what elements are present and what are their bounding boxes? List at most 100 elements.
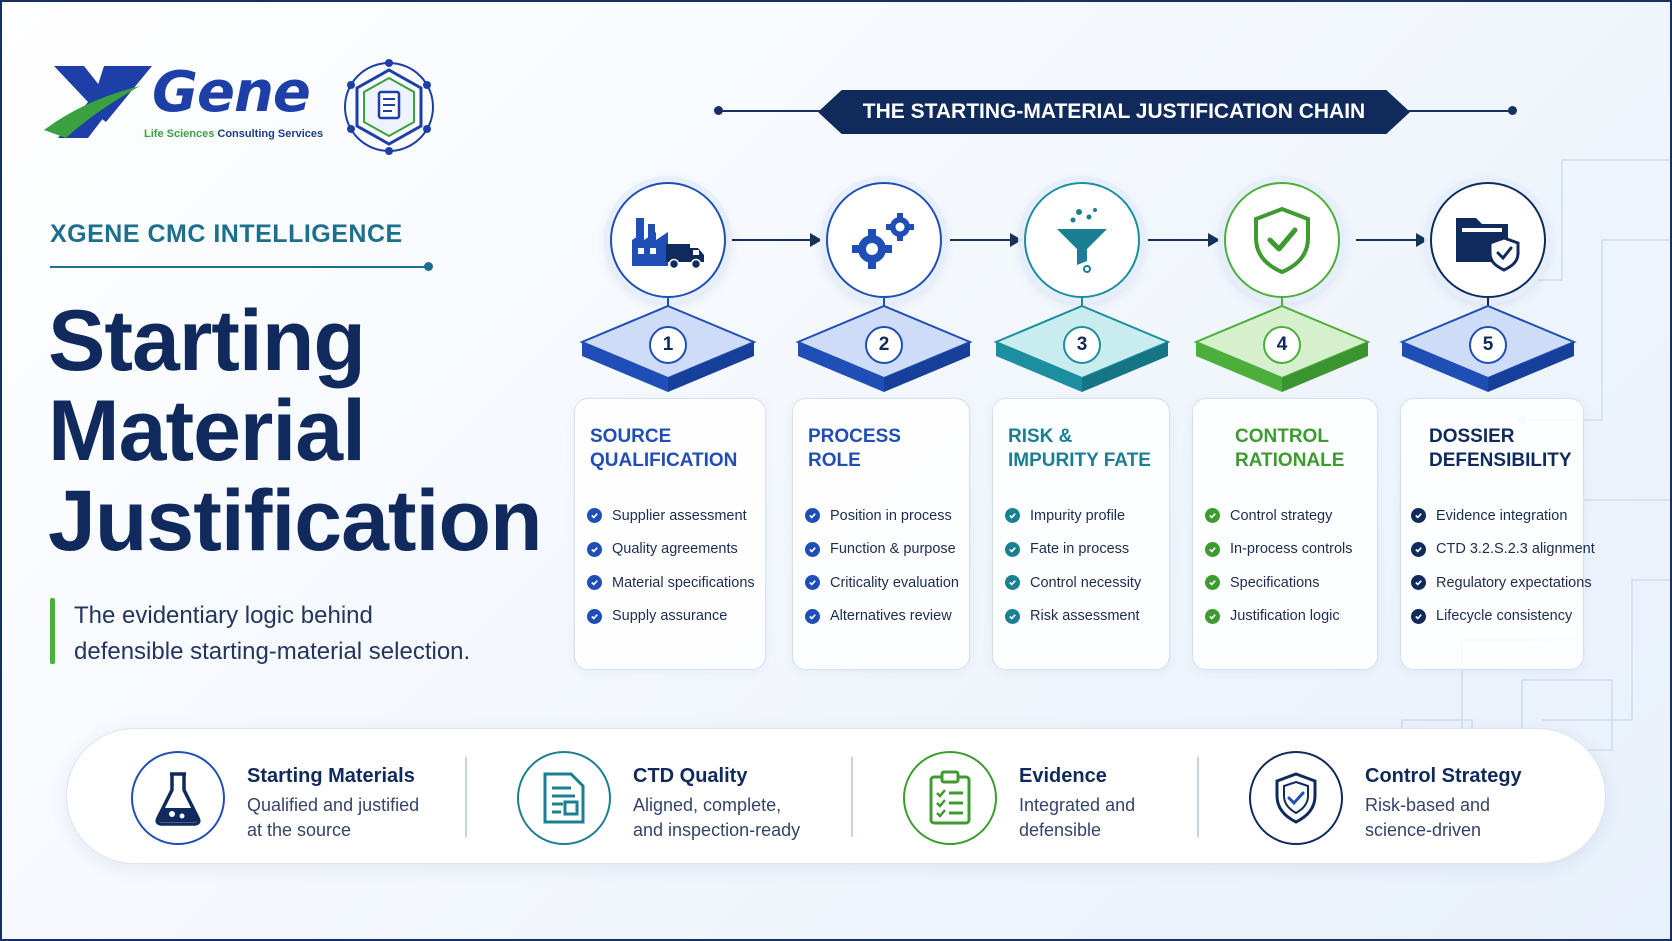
step-2-number: 2 (865, 326, 903, 364)
step-1-number: 1 (649, 326, 687, 364)
feature-title: Control Strategy (1365, 765, 1522, 787)
list-item: Control necessity (1005, 566, 1141, 600)
list-item: Justification logic (1205, 600, 1353, 634)
shield-icon-circle (1249, 751, 1343, 845)
gears-icon (852, 213, 914, 269)
check-icon (587, 541, 602, 557)
feature-title: Starting Materials (247, 765, 415, 787)
step-1-icon-circle (610, 182, 726, 298)
factory-truck-icon (632, 218, 704, 270)
feature-title: CTD Quality (633, 765, 748, 787)
subtitle-accent-bar (50, 598, 55, 664)
x-logo-mark (44, 66, 152, 138)
list-item: Criticality evaluation (805, 566, 959, 600)
list-item: Control strategy (1205, 499, 1353, 533)
step-3-title: RISK &IMPURITY FATE (1008, 426, 1151, 471)
list-item: Supplier assessment (587, 499, 755, 533)
check-icon (805, 575, 820, 591)
check-icon (1411, 508, 1426, 524)
list-item: Alternatives review (805, 600, 959, 634)
list-item: Quality agreements (587, 533, 755, 567)
check-icon (1005, 541, 1020, 557)
check-icon (1205, 541, 1220, 557)
list-item: Regulatory expectations (1411, 566, 1595, 600)
step-3-number: 3 (1063, 326, 1101, 364)
step-5-icon-circle (1430, 182, 1546, 298)
check-icon (1411, 608, 1426, 624)
feature-separator (851, 757, 853, 837)
step-3-to-4-arrow (1148, 233, 1220, 247)
chain-banner: THE STARTING-MATERIAL JUSTIFICATION CHAI… (818, 90, 1410, 134)
step-1-to-2-arrow (732, 233, 822, 247)
kicker-dot (424, 262, 433, 271)
list-item: Lifecycle consistency (1411, 600, 1595, 634)
list-item: Position in process (805, 499, 959, 533)
check-icon (587, 608, 602, 624)
shield-check-icon (1275, 772, 1317, 824)
step-5-number: 5 (1469, 326, 1507, 364)
shield-check-icon (1254, 206, 1310, 274)
list-item: Material specifications (587, 566, 755, 600)
list-item: Impurity profile (1005, 499, 1141, 533)
list-item: Fate in process (1005, 533, 1141, 567)
check-icon (805, 541, 820, 557)
check-icon (1005, 608, 1020, 624)
step-2-to-3-arrow (950, 233, 1022, 247)
folder-shield-icon (1456, 218, 1520, 272)
step-2-icon-circle (826, 182, 942, 298)
flask-icon-circle (131, 751, 225, 845)
list-item: Specifications (1205, 566, 1353, 600)
check-icon (587, 575, 602, 591)
document-icon-circle (517, 751, 611, 845)
page-title: Starting Material Justification (48, 293, 543, 569)
feature-separator (1197, 757, 1199, 837)
clipboard-checklist-icon (929, 770, 971, 825)
list-item: Evidence integration (1411, 499, 1595, 533)
clipboard-icon-circle (903, 751, 997, 845)
logo-tagline: Life Sciences Consulting Services (144, 128, 324, 140)
step-3-card: RISK &IMPURITY FATE Impurity profile Fat… (992, 398, 1170, 670)
feature-desc: Aligned, complete,and inspection-ready (633, 795, 801, 840)
xgene-logo: Gene Life Sciences Consulting Services (44, 52, 464, 162)
step-3-icon-circle (1024, 182, 1140, 298)
step-4-icon-circle (1224, 182, 1340, 298)
check-icon (1205, 508, 1220, 524)
step-4-platform (1193, 304, 1371, 392)
step-4-number: 4 (1263, 326, 1301, 364)
check-icon (587, 508, 602, 524)
feature-starting-materials: Starting Materials Qualified and justifi… (131, 747, 451, 847)
check-icon (1005, 508, 1020, 524)
check-icon (1411, 575, 1426, 591)
logo-wordmark: Gene (152, 60, 311, 125)
molecule-badge-icon (344, 59, 434, 155)
check-icon (805, 608, 820, 624)
list-item: Supply assurance (587, 600, 755, 634)
funnel-icon (1057, 208, 1107, 273)
check-icon (1411, 541, 1426, 557)
step-4-to-5-arrow (1356, 233, 1428, 247)
chain-header-dot-left (714, 106, 723, 115)
flask-icon (155, 772, 201, 826)
check-icon (1005, 575, 1020, 591)
list-item: Risk assessment (1005, 600, 1141, 634)
list-item: In-process controls (1205, 533, 1353, 567)
check-icon (1205, 608, 1220, 624)
document-icon (543, 772, 585, 824)
feature-title: Evidence (1019, 765, 1107, 787)
chain-header-dot-right (1508, 106, 1517, 115)
kicker-label: XGENE CMC INTELLIGENCE (50, 220, 403, 248)
check-icon (805, 508, 820, 524)
feature-bar: Starting Materials Qualified and justifi… (66, 728, 1606, 864)
